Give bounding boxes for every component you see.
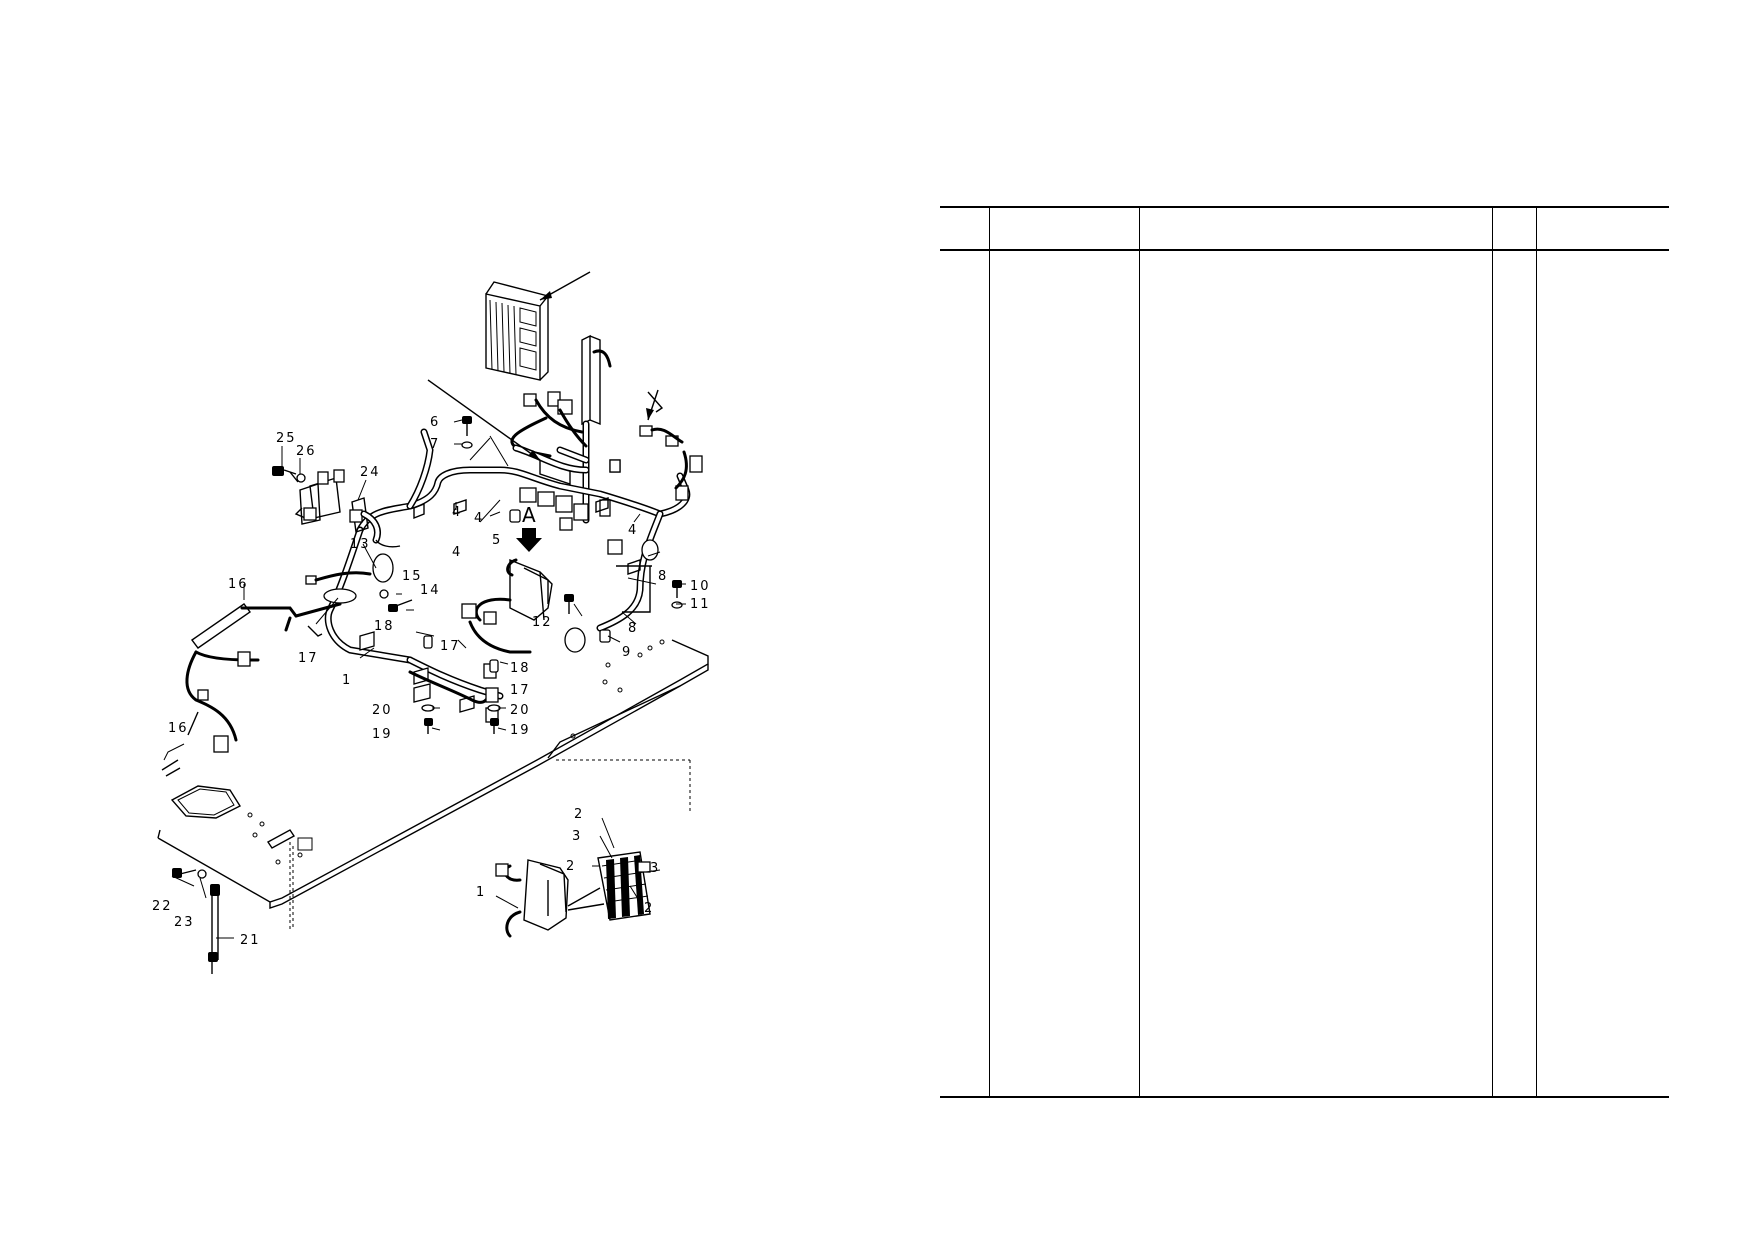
col-header-part-number — [989, 206, 1139, 250]
upper-left-bracket — [272, 466, 401, 548]
parts-list-table — [940, 206, 1669, 1098]
parts-exploded-diagram: A — [152, 271, 711, 974]
svg-text:A: A — [522, 503, 536, 527]
col-header-no — [940, 206, 989, 250]
fasteners — [172, 416, 683, 974]
upper-connectors — [510, 391, 621, 485]
callout-4c: 4 — [628, 523, 638, 538]
callout-22: 22 — [152, 899, 173, 914]
col-header-qty — [1492, 206, 1536, 250]
detail-callout-1: 1 — [476, 885, 486, 900]
callout-18-right: 18 — [510, 661, 531, 676]
table-header-rule — [940, 249, 1669, 251]
callout-1: 1 — [342, 673, 352, 688]
table-col-divider-1 — [989, 206, 990, 1098]
callout-19-right: 19 — [510, 723, 531, 738]
callout-13: 13 — [350, 537, 371, 552]
callout-labels: 25 26 24 6 7 4 4 4 5 4 13 15 14 16 18 17… — [152, 415, 711, 948]
left-wiring — [185, 571, 499, 753]
table-col-divider-2 — [1139, 206, 1140, 1098]
table-bottom-rule — [940, 1096, 1669, 1098]
controller-unit — [485, 271, 591, 381]
callout-26: 26 — [296, 444, 317, 459]
callout-4b: 4 — [452, 545, 462, 560]
callout-12: 12 — [532, 615, 553, 630]
callout-9: 9 — [622, 645, 632, 660]
callout-6: 6 — [430, 415, 440, 430]
callout-10: 10 — [690, 579, 711, 594]
callout-14: 14 — [420, 583, 441, 598]
detail-view-A — [495, 759, 691, 938]
detail-callout-3-left: 3 — [572, 829, 582, 844]
callout-19-left: 19 — [372, 727, 393, 742]
callout-17-mid: 17 — [440, 639, 461, 654]
callout-20-right: 20 — [510, 703, 531, 718]
callout-24: 24 — [360, 465, 381, 480]
callout-4a: 4 — [474, 511, 484, 526]
col-header-part-name — [1139, 206, 1492, 250]
table-col-divider-4 — [1536, 206, 1537, 1098]
detail-callout-2-left: 2 — [566, 859, 576, 874]
callout-4d: 4 — [452, 505, 462, 520]
callout-23: 23 — [174, 915, 195, 930]
connector-bracket-A: A — [461, 503, 553, 654]
detail-callout-2-top: 2 — [574, 807, 584, 822]
table-top-rule — [940, 206, 1669, 208]
callout-15: 15 — [402, 569, 423, 584]
callout-25: 25 — [276, 431, 297, 446]
leader-lines — [171, 379, 686, 939]
callout-5: 5 — [492, 533, 502, 548]
table-col-divider-3 — [1492, 206, 1493, 1098]
callout-8-bottom: 8 — [628, 621, 638, 636]
callout-11: 11 — [690, 597, 711, 612]
callout-7: 7 — [430, 437, 440, 452]
callout-8-top: 8 — [658, 569, 668, 584]
callout-16-bottom: 16 — [168, 721, 189, 736]
callout-17-left: 17 — [298, 651, 319, 666]
detail-callout-2-right: 2 — [644, 901, 654, 916]
col-header-remarks — [1536, 206, 1669, 250]
callout-18-left: 18 — [374, 619, 395, 634]
callout-20-left: 20 — [372, 703, 393, 718]
callout-16-top: 16 — [228, 577, 249, 592]
callout-17-right: 17 — [510, 683, 531, 698]
main-harness — [324, 389, 703, 700]
detail-callout-3-right: 3 — [650, 861, 660, 876]
callout-21: 21 — [240, 933, 261, 948]
floor-plate — [157, 639, 709, 930]
